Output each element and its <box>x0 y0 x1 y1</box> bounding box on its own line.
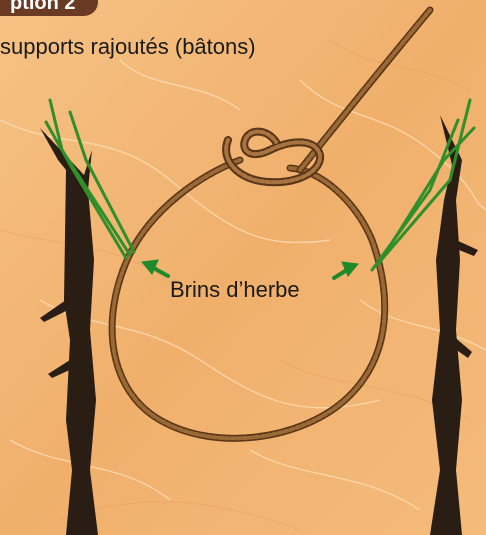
grass-strands-label: Brins d’herbe <box>170 277 300 303</box>
option-tag: ption 2 <box>0 0 98 16</box>
caption: supports rajoutés (bâtons) <box>0 34 256 60</box>
